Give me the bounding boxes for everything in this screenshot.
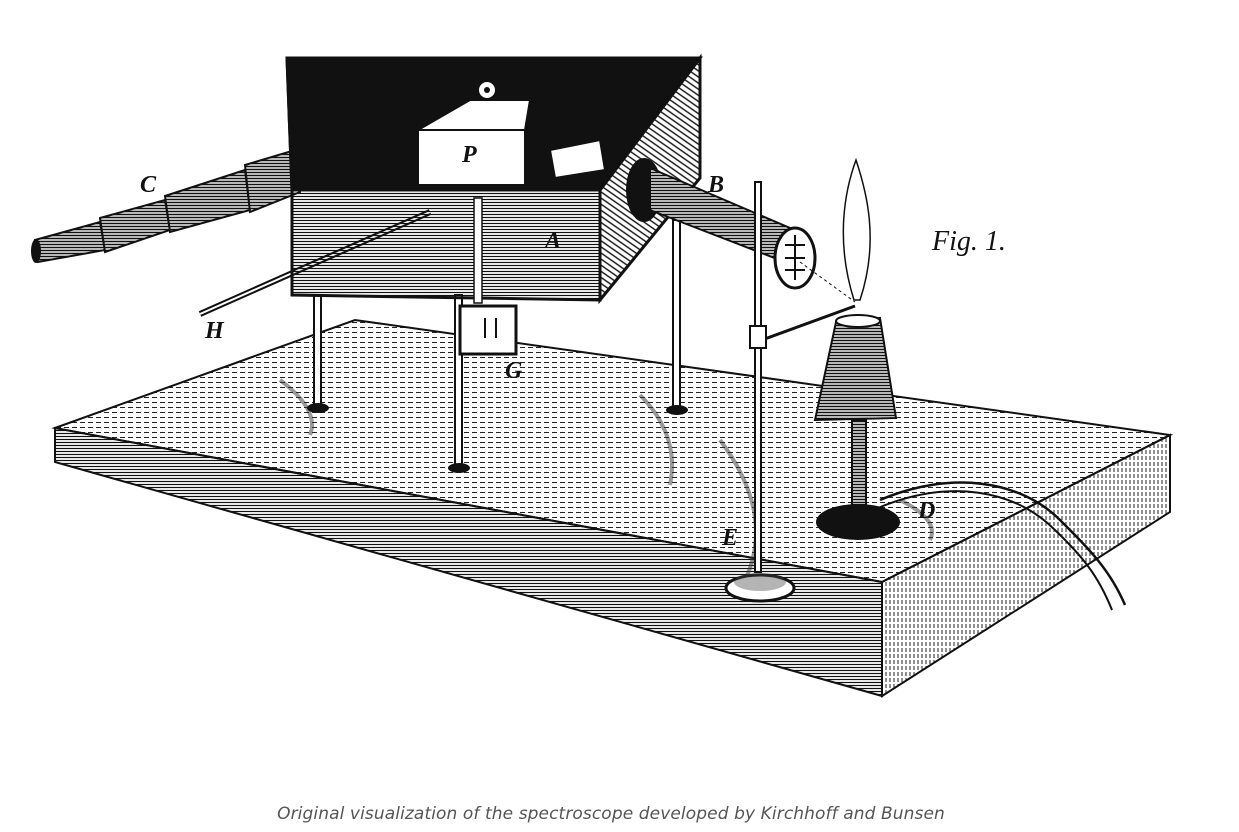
- label-b: B: [707, 172, 724, 198]
- label-d: D: [917, 498, 935, 524]
- figure-label: Fig. 1.: [931, 226, 1006, 257]
- spectroscope-illustration: C P B A H G E D Fig. 1.: [31, 53, 1174, 698]
- label-e: E: [721, 525, 738, 551]
- label-g: G: [505, 358, 523, 384]
- bunsen-burner-d: [813, 157, 1127, 611]
- label-a: A: [543, 228, 561, 254]
- table-board: [51, 318, 1174, 698]
- label-h: H: [204, 318, 225, 344]
- collimator-b: [626, 158, 856, 303]
- stand-e: [724, 181, 856, 603]
- label-p: P: [461, 142, 477, 168]
- figure-caption: Original visualization of the spectrosco…: [277, 804, 945, 824]
- label-c: C: [140, 172, 157, 198]
- scale-tube-g: [458, 197, 518, 356]
- prism-p: [414, 80, 607, 186]
